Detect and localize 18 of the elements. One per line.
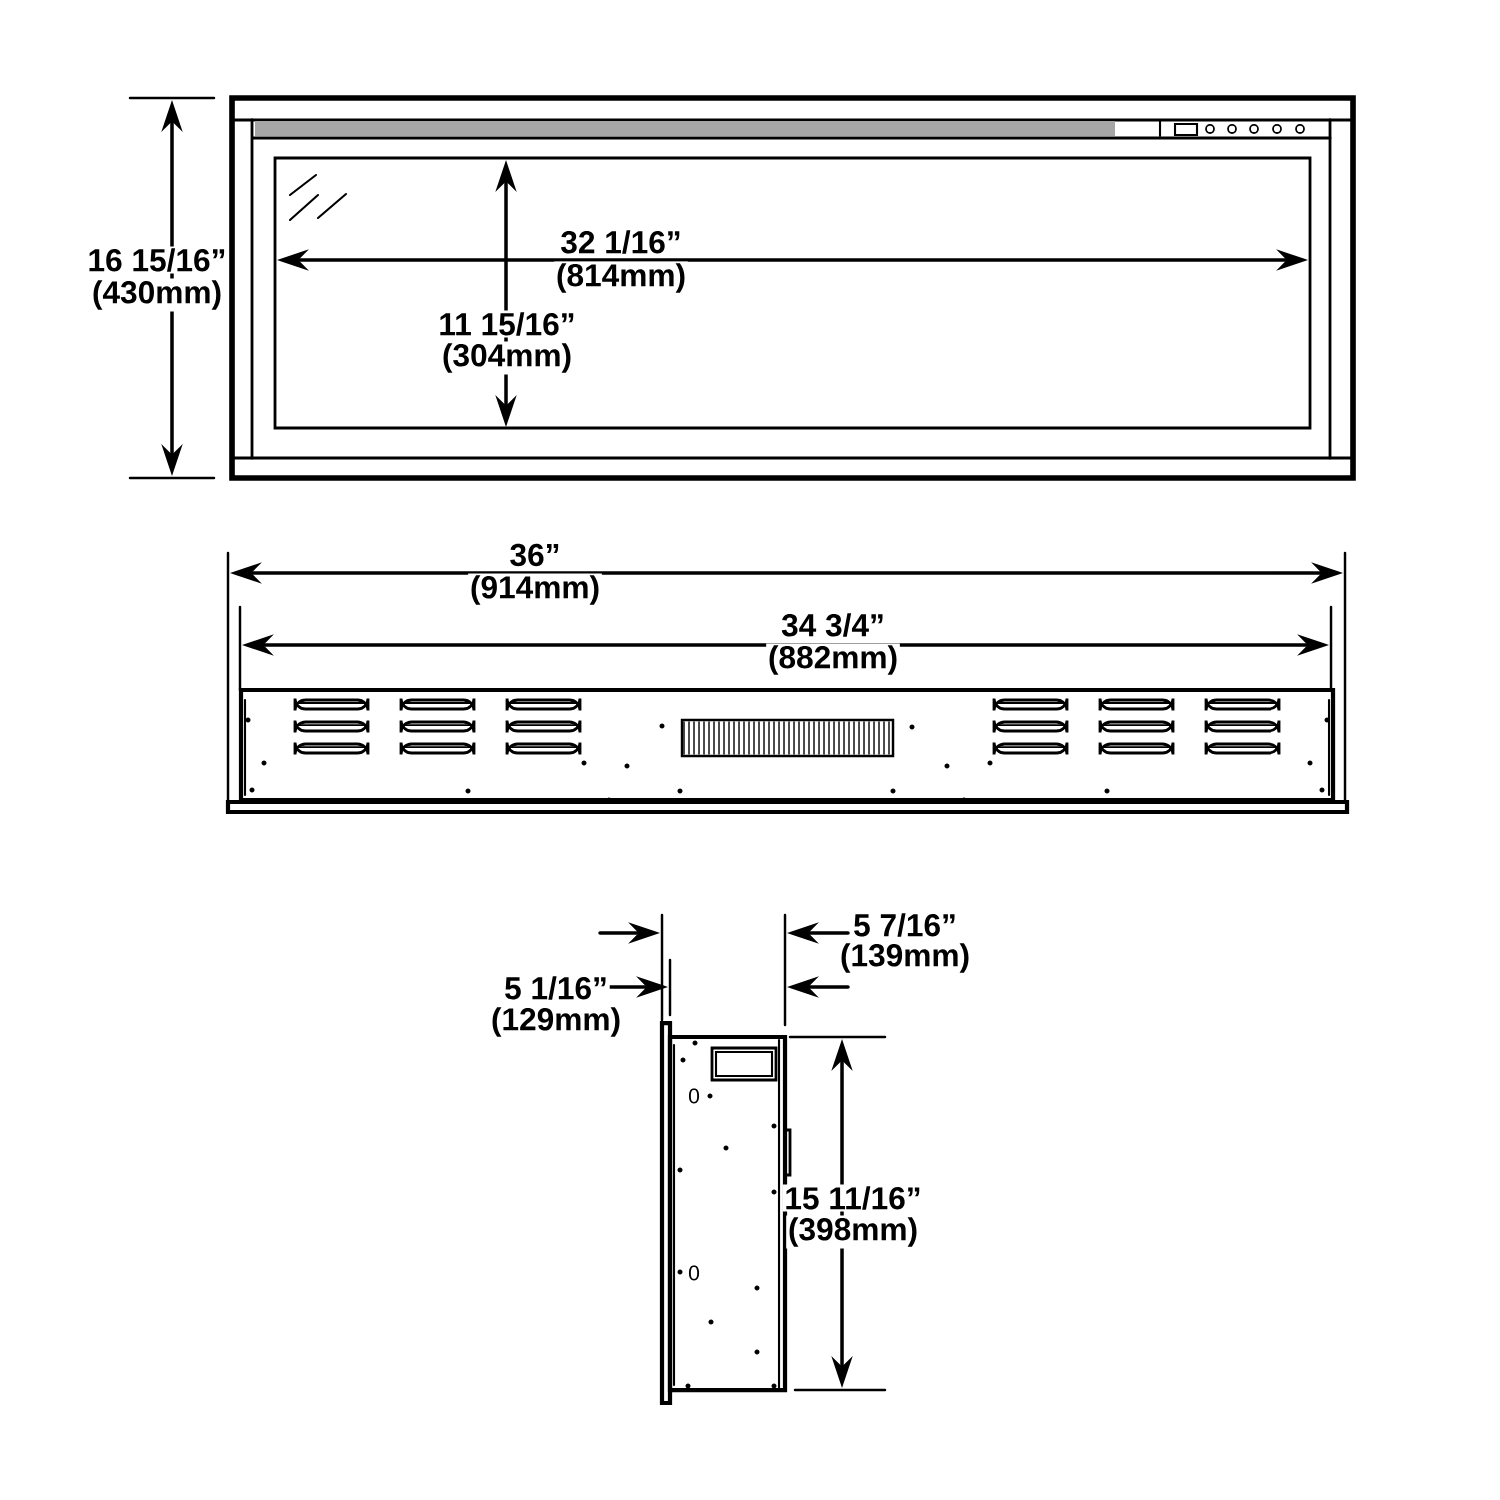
- dimension-label: (304mm): [440, 341, 574, 375]
- dimension-label: 5 1/16”: [502, 974, 610, 1002]
- dimension-label: (139mm): [838, 941, 972, 975]
- marking-text: 0: [688, 1265, 700, 1281]
- dimension-label: (914mm): [468, 573, 602, 607]
- dimension-label: (129mm): [489, 1005, 623, 1039]
- dimension-label: 15 11/16”: [782, 1184, 924, 1212]
- dimension-label: (398mm): [786, 1215, 920, 1249]
- marking-text: 0: [688, 1088, 700, 1104]
- dimension-label: (814mm): [554, 261, 688, 295]
- dimension-label: 36”: [507, 542, 563, 568]
- dimension-label: (882mm): [766, 643, 900, 677]
- dimension-label: 32 1/16”: [558, 228, 684, 256]
- dimension-label: 5 7/16”: [851, 911, 959, 939]
- dimension-label: 11 15/16”: [436, 310, 578, 338]
- dimension-label: 34 3/4”: [779, 611, 887, 639]
- dimension-label: (430mm): [90, 278, 224, 312]
- dimension-label: 16 15/16”: [85, 246, 229, 274]
